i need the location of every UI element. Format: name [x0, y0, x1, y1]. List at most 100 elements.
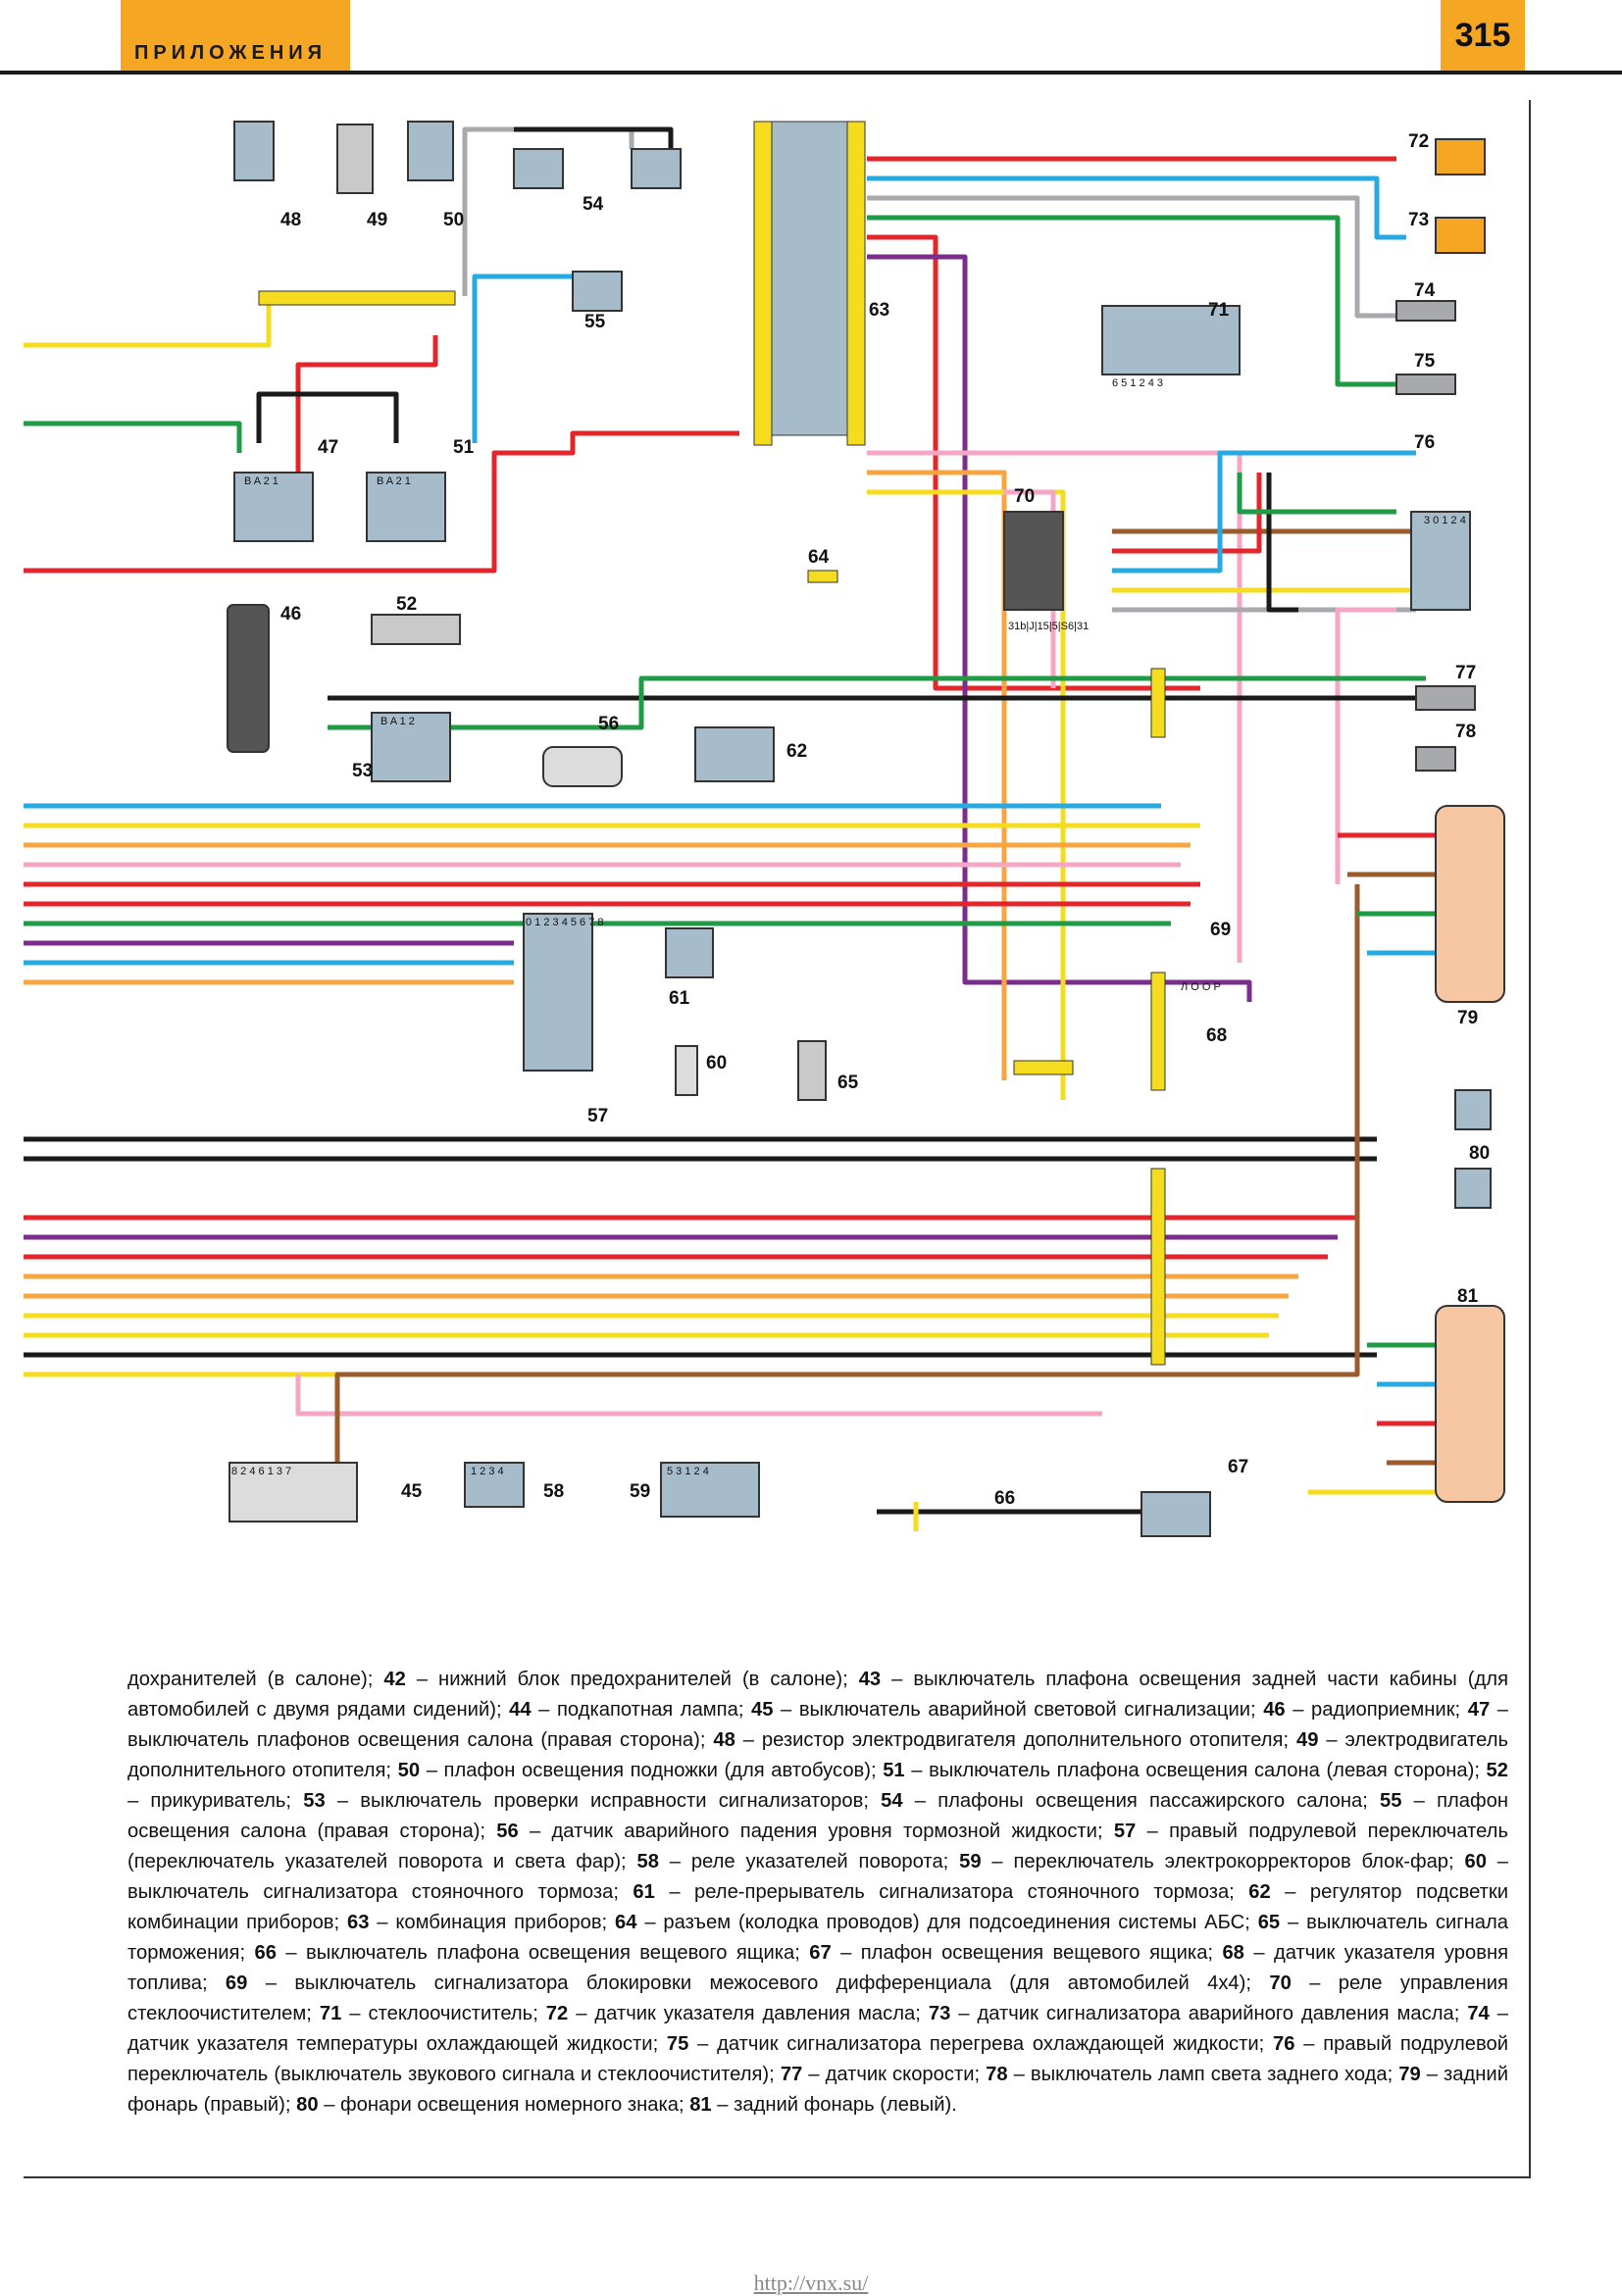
component-72-body	[1435, 138, 1486, 175]
component-57-body	[523, 913, 593, 1072]
label-77: 77	[1455, 663, 1476, 683]
component-63-body	[753, 121, 866, 446]
component-48-body	[233, 121, 275, 181]
label-56: 56	[598, 714, 619, 734]
component-65-body	[797, 1040, 827, 1101]
pins-45: 8 2 4 6 1 3 7	[231, 1466, 291, 1477]
label-81: 81	[1457, 1286, 1479, 1307]
diagram-frame	[24, 100, 1531, 2178]
component-81-body	[1435, 1305, 1505, 1503]
pins-58: 1 2 3 4	[471, 1466, 504, 1477]
component-46-body	[227, 604, 270, 753]
component-54-right	[631, 148, 682, 189]
header-rule	[0, 71, 1622, 75]
component-79-body	[1435, 805, 1505, 1003]
component-58-body	[464, 1462, 525, 1508]
wire-violet-63	[867, 254, 1252, 1002]
label-54: 54	[583, 194, 604, 215]
label-76: 76	[1414, 432, 1435, 453]
label-62: 62	[786, 741, 807, 762]
component-67-body	[1140, 1491, 1211, 1537]
label-52: 52	[396, 594, 417, 615]
wire-green-left	[24, 421, 242, 453]
label-64: 64	[808, 547, 830, 568]
label-46: 46	[280, 604, 301, 624]
wire-pink-70	[1004, 489, 1056, 688]
connector-top-bar	[258, 290, 456, 306]
section-label: ПРИЛОЖЕНИЯ	[134, 42, 328, 64]
pins-47: B A 2 1	[244, 475, 279, 487]
component-55-body	[572, 271, 623, 312]
component-70-body	[1003, 511, 1064, 611]
component-62-body	[694, 726, 775, 782]
component-80-bottom	[1454, 1168, 1492, 1209]
connector-64	[807, 570, 838, 583]
wire-green-75	[867, 215, 1406, 387]
wiring-diagram: 48 49 50 54 55 63 47 51 46 52 53 56 62 6…	[24, 121, 1505, 1537]
component-53-body	[371, 712, 451, 782]
component-51-body	[366, 472, 446, 542]
label-69: 69	[1210, 920, 1231, 940]
pins-71: 6 5 1 2 4 3	[1112, 377, 1163, 389]
label-72: 72	[1408, 131, 1429, 152]
component-71-body	[1101, 305, 1241, 375]
wire-blue-55	[472, 274, 573, 443]
component-75-body	[1395, 374, 1456, 395]
wire-orange-63	[867, 470, 1007, 1080]
wire-brown-low	[334, 884, 1360, 1463]
component-50-body	[407, 121, 454, 181]
component-56-body	[542, 746, 623, 787]
label-79: 79	[1457, 1008, 1478, 1028]
wire-green-77	[328, 675, 1426, 730]
label-51: 51	[453, 437, 475, 458]
component-59-body	[660, 1462, 760, 1518]
component-60-body	[675, 1045, 698, 1096]
wire-yellow-63	[867, 489, 1066, 1100]
label-63: 63	[869, 300, 889, 321]
label-47: 47	[318, 437, 338, 458]
label-48: 48	[280, 210, 301, 230]
figure-caption: дохранителей (в салоне); 42 – нижний бло…	[127, 1669, 1509, 2116]
wire-pink-76	[1335, 607, 1396, 884]
label-50: 50	[443, 210, 464, 230]
page-number: 315	[1441, 0, 1525, 71]
wire-grey-74	[867, 195, 1406, 319]
label-53: 53	[352, 761, 373, 781]
component-61-body	[665, 927, 714, 978]
label-78: 78	[1455, 722, 1476, 742]
label-71: 71	[1208, 300, 1230, 321]
label-75: 75	[1414, 351, 1436, 372]
component-77-body	[1415, 685, 1476, 711]
section-header-tab: ПРИЛОЖЕНИЯ	[121, 0, 350, 71]
connector-mid-1	[1150, 668, 1166, 738]
component-49-body	[336, 124, 374, 194]
wire-yellow-top	[24, 298, 455, 348]
label-61: 61	[669, 988, 690, 1009]
component-52-body	[371, 614, 461, 645]
label-80: 80	[1469, 1143, 1490, 1164]
label-45: 45	[401, 1481, 423, 1502]
pins-70: 31b|J|15|5|S6|31	[1008, 621, 1089, 632]
component-80-top	[1454, 1089, 1492, 1130]
wire-black-71	[1266, 473, 1298, 613]
label-65: 65	[837, 1073, 859, 1093]
connector-mid-2	[1150, 972, 1166, 1091]
footer-url[interactable]: http://vnx.su/	[753, 2271, 869, 2295]
connector-mid-4	[1013, 1060, 1074, 1075]
pins-51: B A 2 1	[377, 475, 411, 487]
wire-red-47	[295, 335, 438, 473]
label-55: 55	[584, 312, 606, 332]
label-57: 57	[587, 1106, 608, 1126]
label-66: 66	[994, 1488, 1015, 1509]
component-47-body	[233, 472, 314, 542]
component-54-left	[513, 148, 564, 189]
wire-black-54	[514, 126, 674, 149]
label-73: 73	[1408, 210, 1429, 230]
connector-mid-3	[1150, 1168, 1166, 1366]
pins-76-head: 3 0 1 2 4	[1424, 515, 1466, 526]
component-76-body	[1410, 511, 1471, 611]
wire-blue-73	[867, 175, 1406, 240]
pins-68: Л О О Р	[1181, 981, 1221, 993]
wire-red-63a	[867, 234, 1200, 691]
label-49: 49	[367, 210, 387, 230]
